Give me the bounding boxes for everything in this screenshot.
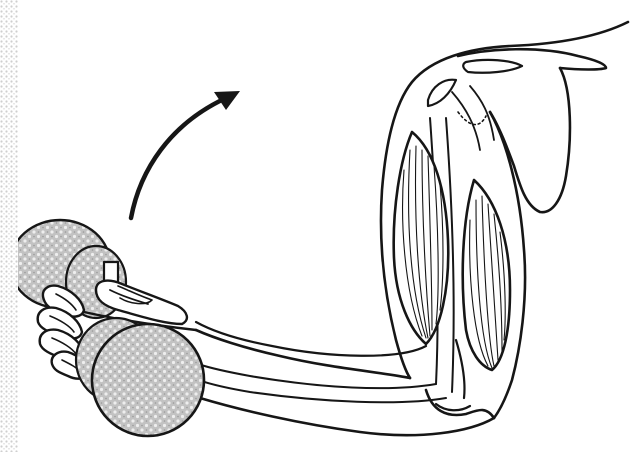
dumbbell-front bbox=[76, 318, 204, 436]
flexion-arrow bbox=[131, 91, 240, 218]
triceps-muscle bbox=[463, 180, 510, 370]
scan-edge-decoration bbox=[0, 0, 26, 452]
dumbbell-front-plate bbox=[92, 324, 204, 436]
biceps-muscle bbox=[394, 132, 449, 344]
forearm bbox=[196, 322, 494, 435]
